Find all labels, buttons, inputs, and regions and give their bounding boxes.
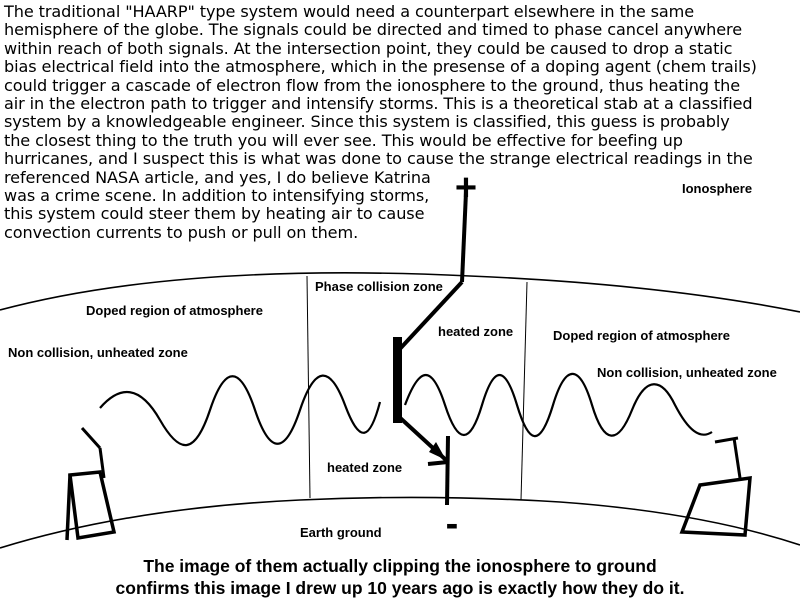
caption-line-2: confirms this image I drew up 10 years a… xyxy=(115,578,685,598)
zone-divider-right xyxy=(520,281,528,501)
right-transmitter xyxy=(679,436,752,537)
earth-ground-arc xyxy=(0,496,800,549)
heated-zone-lower-label: heated zone xyxy=(327,460,402,475)
ionosphere-arc xyxy=(0,272,800,313)
plus-sign: + xyxy=(455,167,477,209)
right-signal-wave xyxy=(403,372,713,438)
zone-divider-left xyxy=(306,275,311,499)
earth-ground-label: Earth ground xyxy=(300,525,382,540)
ionosphere-label: Ionosphere xyxy=(682,181,752,196)
left-transmitter xyxy=(65,426,117,541)
non-collision-right-label: Non collision, unheated zone xyxy=(597,365,777,380)
doped-region-left-label: Doped region of atmosphere xyxy=(86,303,263,318)
phase-collision-zone-label: Phase collision zone xyxy=(315,279,443,294)
intro-paragraph: The traditional "HAARP" type system woul… xyxy=(4,2,757,242)
minus-sign: - xyxy=(446,503,459,545)
left-signal-wave xyxy=(99,374,382,447)
non-collision-left-label: Non collision, unheated zone xyxy=(8,345,188,360)
heated-zone-upper-label: heated zone xyxy=(438,324,513,339)
electron-path xyxy=(393,191,468,506)
caption-line-1: The image of them actually clipping the … xyxy=(143,556,657,576)
doped-region-right-label: Doped region of atmosphere xyxy=(553,328,730,343)
